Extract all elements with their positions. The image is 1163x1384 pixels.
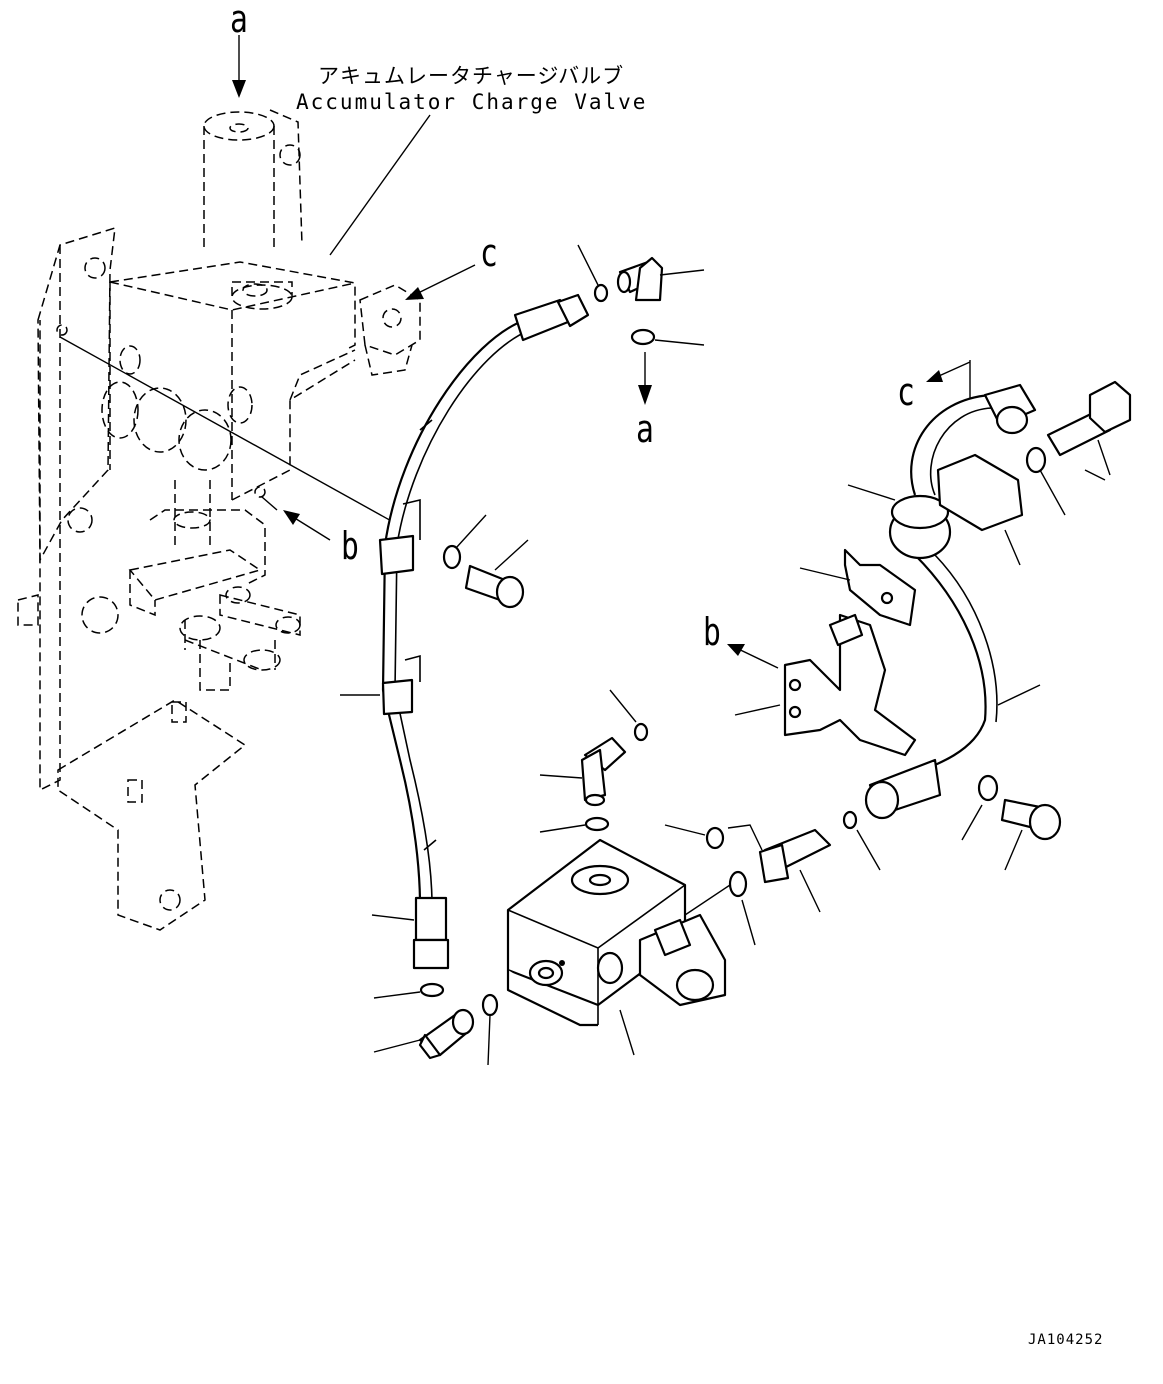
arrow-b-right xyxy=(727,644,779,669)
accumulator-charge-valve-reference xyxy=(17,109,421,931)
elbow-fitting-mid xyxy=(539,689,649,833)
bolt-top-right xyxy=(1025,380,1132,516)
arrow-a-top xyxy=(232,35,246,98)
label-a-bottom: a xyxy=(636,407,654,451)
bracket-upper xyxy=(799,529,1021,627)
label-b-left: b xyxy=(341,524,359,568)
label-a-top: a xyxy=(230,0,248,41)
arrow-b-left xyxy=(283,510,331,541)
arrow-a-bottom xyxy=(638,352,652,405)
bracket-lower xyxy=(734,613,917,757)
bolt-bottom-right xyxy=(961,774,1062,871)
label-c-right: c xyxy=(897,370,915,414)
label-c-left: c xyxy=(480,231,498,275)
callout-label-jp: アキュムレータチャージバルブ xyxy=(318,64,625,88)
clamp-bolt-mid xyxy=(442,514,529,609)
reference-lines xyxy=(59,114,441,549)
elbow-fitting-bottom xyxy=(371,914,499,1066)
valve-block xyxy=(506,838,731,1056)
callout-label-en: Accumulator Charge Valve xyxy=(296,90,648,114)
hose-long xyxy=(378,293,590,970)
drawing-code: JA104252 xyxy=(1028,1332,1104,1348)
label-b-right: b xyxy=(703,610,721,654)
elbow-fitting-top xyxy=(577,244,705,346)
hose-right xyxy=(847,383,1106,820)
arrow-c-left xyxy=(405,264,476,300)
pressure-switch xyxy=(340,694,881,946)
